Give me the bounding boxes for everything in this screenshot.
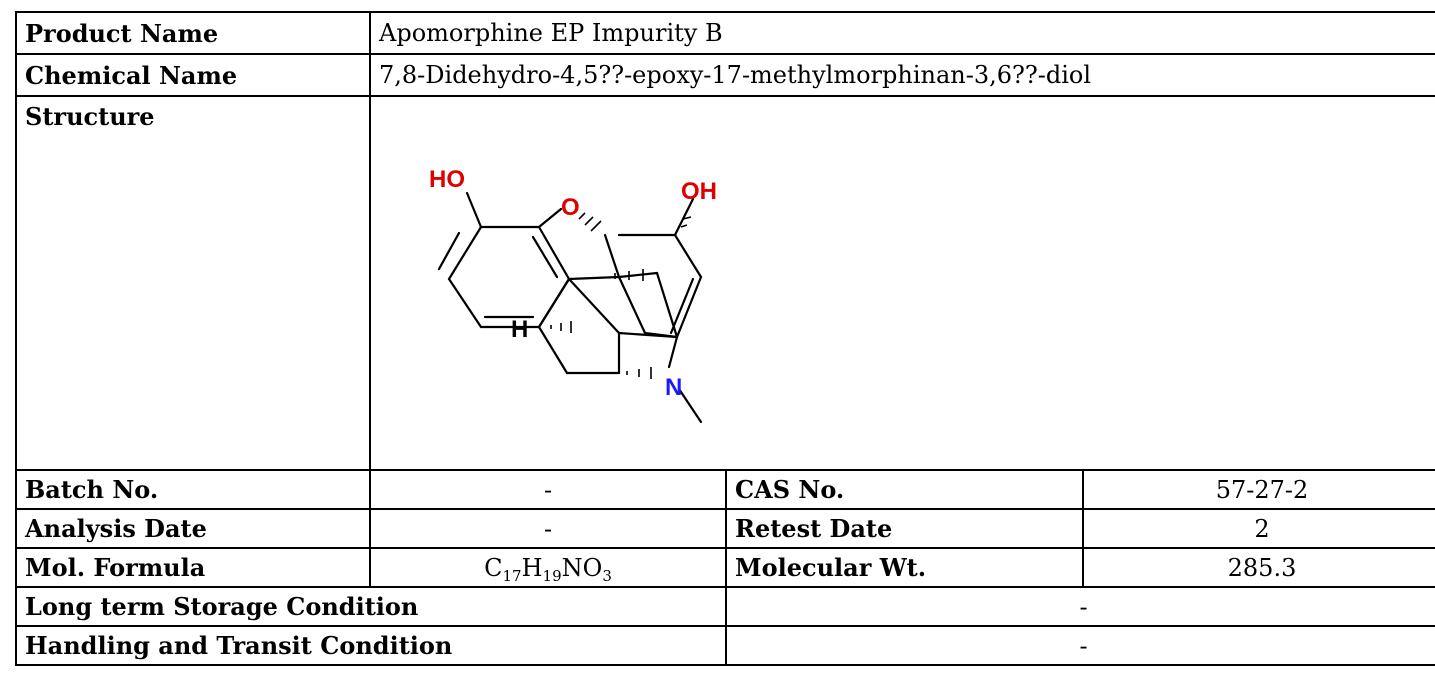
bond <box>437 231 461 271</box>
bond <box>655 271 679 339</box>
bond <box>667 335 679 369</box>
bond <box>465 191 483 229</box>
batch-value: - <box>369 469 727 510</box>
mol-weight-value: 285.3 <box>1082 547 1435 588</box>
bond <box>537 277 571 329</box>
formula-n-c: 17 <box>502 566 522 585</box>
hash-bond <box>578 212 586 220</box>
formula-el-c: C <box>484 553 503 582</box>
structure-label-cell: Structure <box>15 95 371 471</box>
bond <box>537 225 571 281</box>
analysis-date-label: Analysis Date <box>15 508 371 549</box>
mol-formula-label: Mol. Formula <box>15 547 371 588</box>
atom-o-bridge: O <box>561 194 580 221</box>
row-product-name: Product Name Apomorphine EP Impurity B <box>15 11 1435 55</box>
chemical-name-value: 7,8-Didehydro-4,5??-epoxy-17-methylmorph… <box>369 53 1435 97</box>
cas-value: 57-27-2 <box>1082 469 1435 510</box>
batch-label: Batch No. <box>15 469 371 510</box>
row-formula-weight: Mol. Formula C17H19NO3 Molecular Wt. 285… <box>15 547 1435 588</box>
bond <box>447 277 483 329</box>
row-structure: Structure <box>15 95 1435 471</box>
bond <box>673 197 695 237</box>
bond <box>567 277 621 335</box>
bond <box>617 275 647 335</box>
product-name-label: Product Name <box>15 11 371 55</box>
formula-n-o: 3 <box>602 566 612 585</box>
product-spec-table: Product Name Apomorphine EP Impurity B C… <box>15 11 1435 666</box>
bond <box>617 331 679 339</box>
hash-bond <box>590 220 602 232</box>
formula-el-o: O <box>582 553 603 582</box>
hash-bond <box>680 224 688 228</box>
row-long-term-storage: Long term Storage Condition - <box>15 586 1435 627</box>
handling-transit-value: - <box>725 625 1435 666</box>
row-dates: Analysis Date - Retest Date 2 <box>15 508 1435 549</box>
retest-date-label: Retest Date <box>725 508 1084 549</box>
bond <box>567 275 621 281</box>
bond <box>669 277 695 335</box>
cas-label: CAS No. <box>725 469 1084 510</box>
bond <box>673 233 703 279</box>
bond <box>603 233 621 279</box>
atom-oh-right: OH <box>681 178 717 205</box>
bond <box>677 387 703 424</box>
hash-bond <box>584 216 594 226</box>
formula-n-h: 19 <box>542 566 562 585</box>
product-name-value: Apomorphine EP Impurity B <box>369 11 1435 55</box>
atom-n: N <box>665 374 682 401</box>
bond <box>447 225 483 281</box>
structure-label: Structure <box>25 102 155 131</box>
bond <box>537 207 563 229</box>
bond <box>531 235 559 279</box>
retest-date-value: 2 <box>1082 508 1435 549</box>
handling-transit-label: Handling and Transit Condition <box>15 625 727 666</box>
atom-h: H <box>511 316 528 343</box>
row-chemical-name: Chemical Name 7,8-Didehydro-4,5??-epoxy-… <box>15 53 1435 97</box>
bond <box>537 325 569 375</box>
long-term-storage-value: - <box>725 586 1435 627</box>
atom-ho-left: HO <box>429 166 465 193</box>
bond <box>675 275 703 339</box>
row-batch-cas: Batch No. - CAS No. 57-27-2 <box>15 469 1435 510</box>
row-handling-transit: Handling and Transit Condition - <box>15 625 1435 666</box>
long-term-storage-label: Long term Storage Condition <box>15 586 727 627</box>
mol-weight-label: Molecular Wt. <box>725 547 1084 588</box>
bond <box>617 271 659 279</box>
hash-bond <box>682 216 692 220</box>
chemical-name-label: Chemical Name <box>15 53 371 97</box>
structure-image-cell: HO O OH H N <box>369 95 1435 471</box>
formula-el-n: N <box>561 553 583 582</box>
formula-el-h: H <box>521 553 543 582</box>
mol-formula-value: C17H19NO3 <box>369 547 727 588</box>
chemical-structure-diagram: HO O OH H N <box>429 166 717 424</box>
analysis-date-value: - <box>369 508 727 549</box>
